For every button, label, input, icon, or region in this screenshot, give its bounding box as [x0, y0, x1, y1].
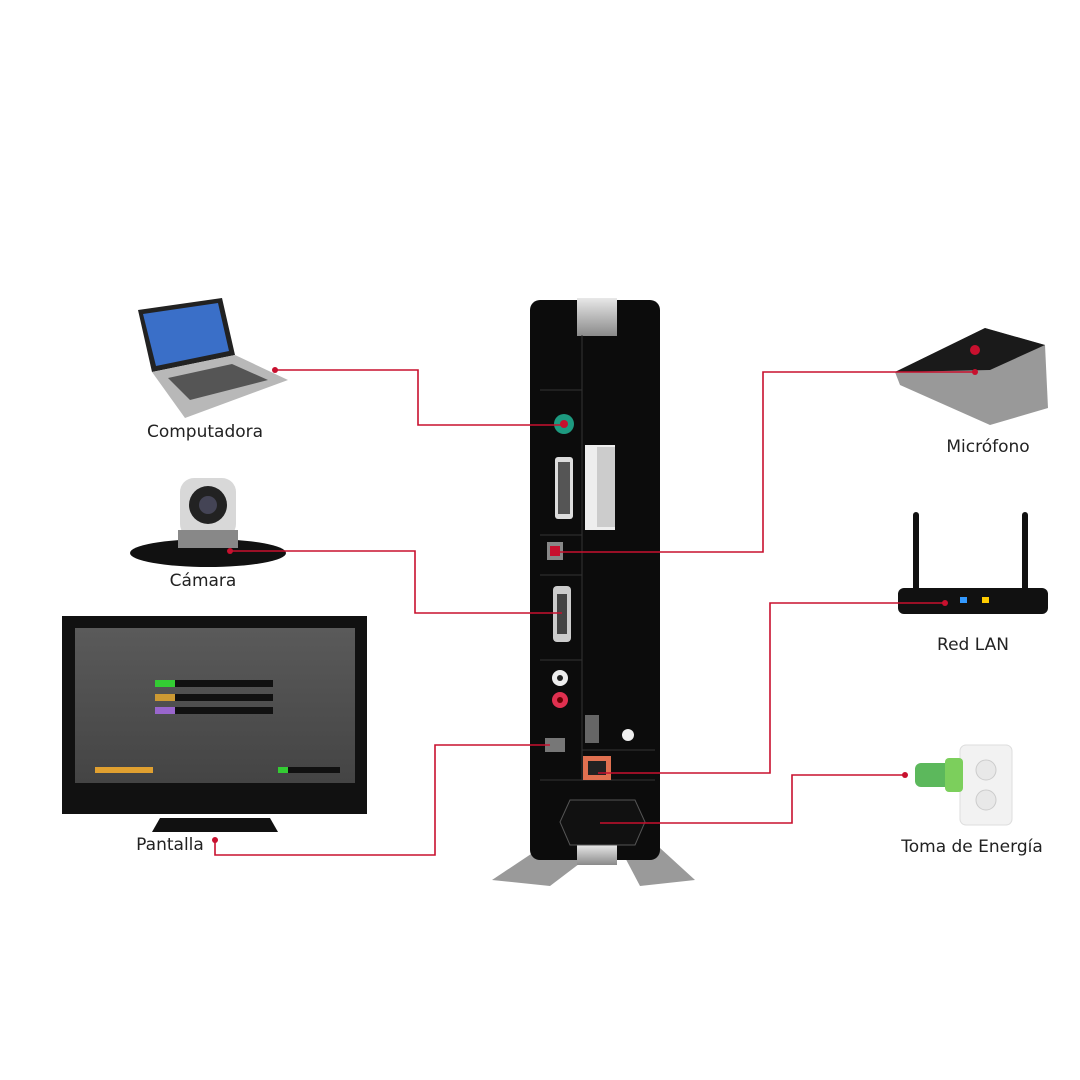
label-network: Red LAN	[937, 635, 1009, 655]
connector-computer	[275, 369, 565, 426]
label-computer: Computadora	[146, 422, 264, 442]
connector-network	[598, 602, 945, 774]
connector-camera	[230, 550, 562, 614]
connector-power	[600, 774, 905, 824]
label-microphone: Micrófono	[946, 437, 1030, 457]
camera-image	[130, 478, 286, 567]
label-camera: Cámara	[169, 571, 237, 591]
connector-display	[214, 744, 550, 856]
label-power: Toma de Energía	[901, 837, 1043, 857]
power-outlet-image	[915, 744, 1013, 826]
label-display: Pantalla	[136, 835, 204, 855]
microphone-image	[895, 328, 1048, 425]
display-image	[62, 616, 367, 832]
connector-microphone	[555, 371, 975, 553]
router-image	[898, 512, 1048, 614]
codec-unit	[492, 298, 695, 886]
laptop-image	[138, 298, 288, 418]
hdmi-out-port	[545, 738, 565, 752]
